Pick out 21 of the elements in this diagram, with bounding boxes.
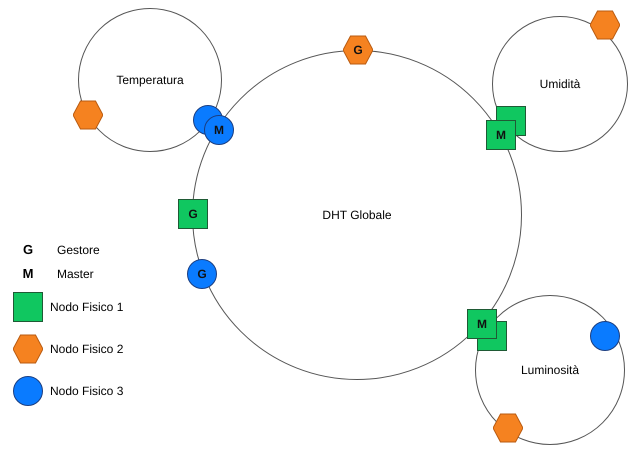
legend-text: Nodo Fisico 2 [50, 341, 124, 358]
circle-label: Umidità [540, 76, 580, 93]
circle-label: Luminosità [520, 362, 580, 379]
marker-letter: M [477, 316, 487, 333]
legend-text: Nodo Fisico 1 [50, 299, 124, 316]
marker-letter: M [496, 127, 506, 144]
legend-letter: G [22, 241, 34, 260]
marker-letter: G [188, 206, 198, 223]
marker-letter: G [197, 266, 207, 283]
legend-text: Nodo Fisico 3 [50, 383, 124, 400]
hexagon-marker [73, 100, 103, 130]
marker-letter: M [214, 122, 224, 139]
legend-text: Gestore [57, 242, 100, 259]
hexagon-marker [343, 35, 373, 65]
square-marker [178, 199, 208, 229]
hexagon-marker [590, 10, 620, 40]
marker-letter: G [353, 42, 363, 59]
circle-label: Temperatura [116, 72, 184, 89]
circle-label: DHT Globale [322, 207, 392, 224]
legend-letter: M [22, 265, 34, 284]
legend-text: Master [57, 266, 94, 283]
